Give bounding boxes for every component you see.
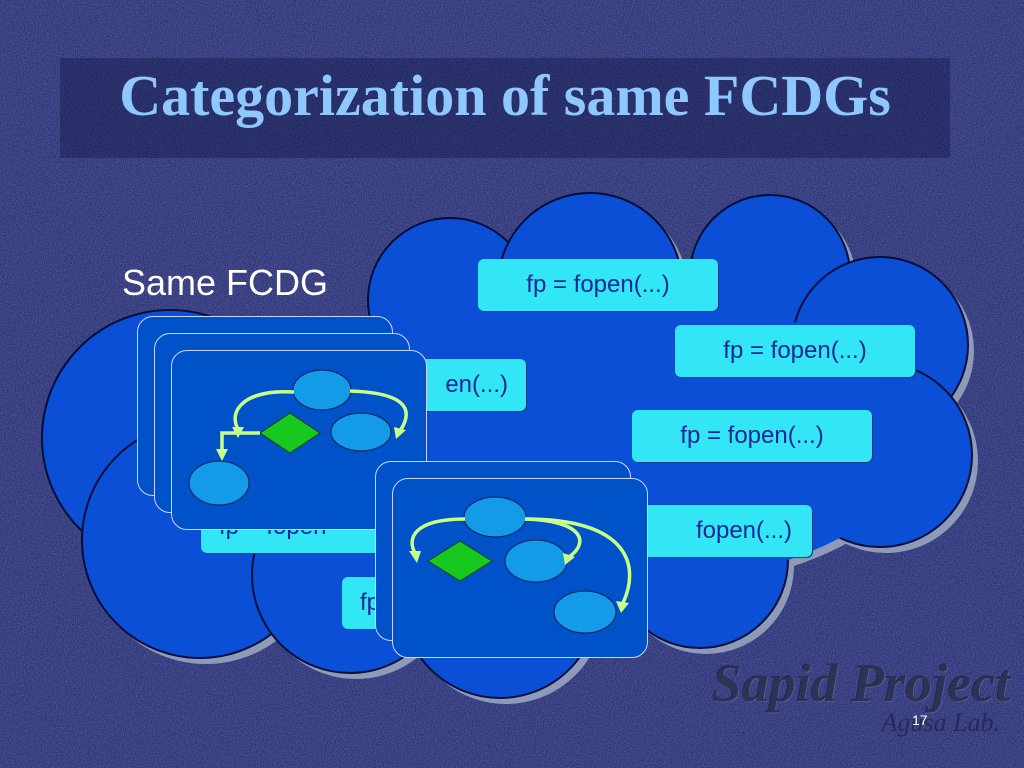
fcdg-graph-icon <box>409 496 632 634</box>
graph-edge <box>233 390 295 430</box>
graph-node <box>188 460 250 506</box>
fcdg-graph-icon <box>188 369 408 506</box>
arrowhead-icon <box>563 553 575 565</box>
code-box-fopen-4: fp = fopen(...) <box>632 410 872 462</box>
graph-node <box>504 539 568 583</box>
title-panel <box>60 58 950 158</box>
same-fcdg-label: Same FCDG <box>122 262 329 303</box>
sapid-watermark-logo: Sapid Project Agusa Lab. <box>630 652 1010 742</box>
watermark-line-1: Sapid Project <box>711 653 1010 713</box>
graph-edge <box>524 517 632 604</box>
watermark-line-2: Agusa Lab. <box>881 708 1000 737</box>
slide-number: 17 <box>912 712 928 728</box>
code-box-fopen-1: fp = fopen(...) <box>478 259 718 311</box>
code-box-fopen-2: fp = fopen(...) <box>675 325 915 377</box>
fcdg-card-front-2 <box>392 478 648 658</box>
graph-edge <box>349 389 408 432</box>
decision-diamond-icon <box>259 412 321 454</box>
arrowhead-icon <box>616 601 629 613</box>
arrowhead-icon <box>216 449 228 461</box>
slide-title: Categorization of same FCDGs <box>119 63 891 128</box>
graph-node <box>330 412 392 452</box>
graph-node <box>553 590 617 634</box>
graph-node <box>292 369 352 411</box>
arrowhead-icon <box>394 427 406 439</box>
graph-node <box>463 496 527 538</box>
graph-edge <box>410 517 466 554</box>
arrowhead-icon <box>409 551 421 563</box>
decision-diamond-icon <box>427 540 493 582</box>
graph-edge <box>220 431 260 451</box>
